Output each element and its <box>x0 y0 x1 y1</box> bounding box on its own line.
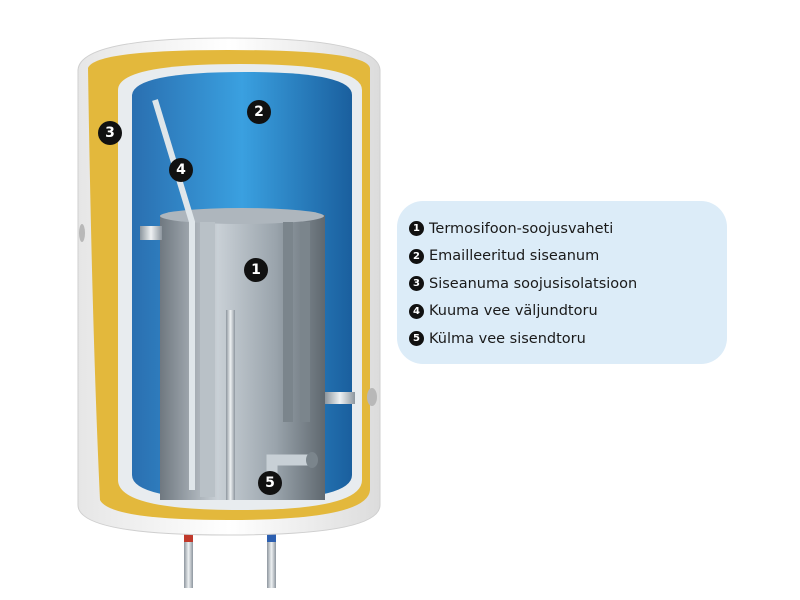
number-badge: 5 <box>409 331 424 347</box>
marker-4-hot-water-outlet: 4 <box>169 158 193 182</box>
number-badge: 2 <box>409 248 424 264</box>
legend-label: Kuuma vee väljundtoru <box>429 303 598 320</box>
legend-item: 3 Siseanuma soojusisolatsioon <box>409 270 727 298</box>
legend-label: Külma vee sisendtoru <box>429 330 586 347</box>
legend-item: 1 Termosifoon-soojusvaheti <box>409 215 727 243</box>
legend-box: 1 Termosifoon-soojusvaheti 2 Emailleeritud… <box>397 201 727 364</box>
legend-item: 2 Emailleeritud siseanum <box>409 243 727 271</box>
marker-1-heat-exchanger: 1 <box>244 258 268 282</box>
marker-2-enamel-tank: 2 <box>247 100 271 124</box>
number-badge: 3 <box>409 276 424 292</box>
legend-label: Termosifoon-soojusvaheti <box>429 220 614 237</box>
legend-item: 4 Kuuma vee väljundtoru <box>409 298 727 326</box>
legend-label: Siseanuma soojusisolatsioon <box>429 275 638 292</box>
number-badge: 1 <box>409 221 424 237</box>
hot-water-pipe <box>152 99 195 490</box>
legend-label: Emailleeritud siseanum <box>429 248 600 265</box>
inlet-outlet-pipes <box>184 528 276 588</box>
marker-5-cold-water-inlet: 5 <box>258 471 282 495</box>
heat-exchanger <box>160 215 325 500</box>
number-badge: 4 <box>409 303 424 319</box>
marker-3-insulation: 3 <box>98 121 122 145</box>
legend-item: 5 Külma vee sisendtoru <box>409 325 727 353</box>
